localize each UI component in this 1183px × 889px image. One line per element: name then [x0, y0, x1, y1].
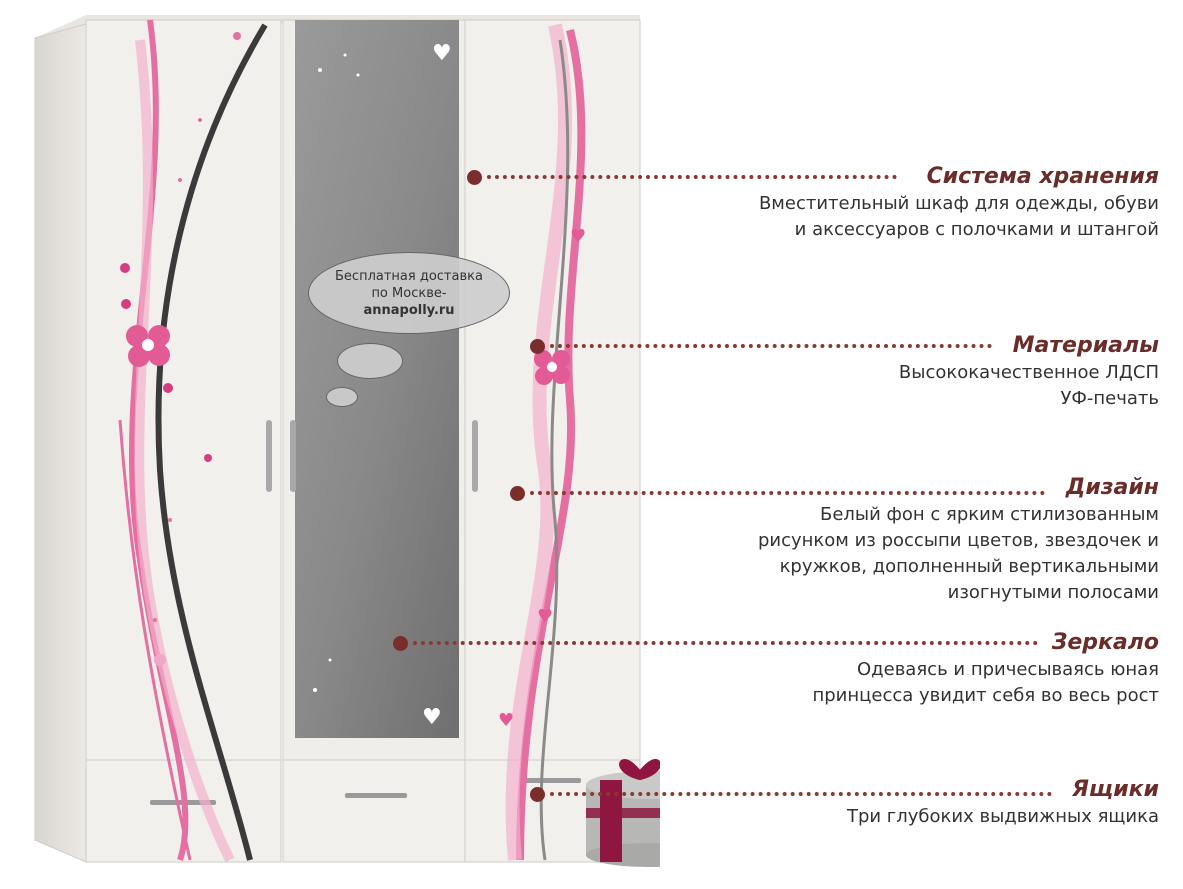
bubble-line-1: Бесплатная доставка: [335, 268, 483, 284]
callout-leader-drawers: [550, 792, 1052, 796]
bubble-tail-mid: [337, 343, 403, 379]
callout-leader-mirror: [413, 641, 1038, 645]
drawer-middle: [282, 759, 466, 863]
svg-text:♥: ♥: [432, 41, 452, 66]
callout-line: принцесса увидит себя во весь рост: [812, 685, 1159, 706]
callout-line: кружков, дополненный вертикальными: [779, 556, 1159, 577]
svg-text:♥: ♥: [537, 606, 553, 627]
callout-leader-materials: [550, 344, 992, 348]
callout-line: Одеваясь и причесываясь юная: [857, 659, 1159, 680]
bubble-line-2: по Москве-: [371, 285, 447, 301]
svg-text:♥: ♥: [570, 226, 586, 247]
callout-line: УФ-печать: [1060, 388, 1159, 409]
callout-title: Дизайн: [1065, 475, 1159, 500]
callout-leader-storage: [487, 175, 897, 179]
callout-title: Ящики: [1071, 777, 1159, 802]
callout-line: рисунком из россыпи цветов, звездочек и: [757, 530, 1159, 551]
callout-design: Дизайн Белый фон с ярким стилизованным р…: [758, 474, 1159, 606]
mirror: [295, 20, 459, 738]
callout-line: и аксессуаров с полочками и штангой: [794, 219, 1159, 240]
svg-text:♥: ♥: [422, 705, 442, 730]
callout-drawers: Ящики Три глубоких выдвижных ящика: [847, 776, 1159, 830]
left-door: [85, 19, 282, 761]
bubble-tail-small: [326, 387, 358, 407]
wardrobe-side: [34, 23, 87, 863]
callout-dot-materials: [530, 339, 545, 354]
callout-line: Высококачественное ЛДСП: [898, 362, 1159, 383]
callout-line: Вместительный шкаф для одежды, обуви: [758, 193, 1159, 214]
callout-title: Зеркало: [1051, 630, 1159, 655]
delivery-bubble: Бесплатная доставка по Москве- annapolly…: [308, 252, 510, 334]
callout-title: Материалы: [1012, 333, 1159, 358]
callout-line: изогнутыми полосами: [947, 582, 1159, 603]
callout-line: Белый фон с ярким стилизованным: [819, 504, 1159, 525]
callout-line: Три глубоких выдвижных ящика: [846, 806, 1159, 827]
callout-dot-design: [510, 486, 525, 501]
callout-materials: Материалы Высококачественное ЛДСП УФ-печ…: [899, 332, 1159, 412]
callout-storage: Система хранения Вместительный шкаф для …: [759, 163, 1159, 243]
callout-title: Система хранения: [926, 164, 1159, 189]
callout-dot-drawers: [530, 787, 545, 802]
gift-box: [586, 759, 660, 867]
site-link[interactable]: annapolly.ru: [363, 302, 455, 318]
callout-dot-storage: [467, 170, 482, 185]
wardrobe-illustration: ♥ ♥ ♥ ♥ ♥: [34, 15, 660, 867]
callout-dot-mirror: [393, 636, 408, 651]
callout-mirror: Зеркало Одеваясь и причесываясь юная при…: [812, 629, 1159, 709]
callout-leader-design: [530, 491, 1045, 495]
svg-text:♥: ♥: [498, 710, 514, 731]
